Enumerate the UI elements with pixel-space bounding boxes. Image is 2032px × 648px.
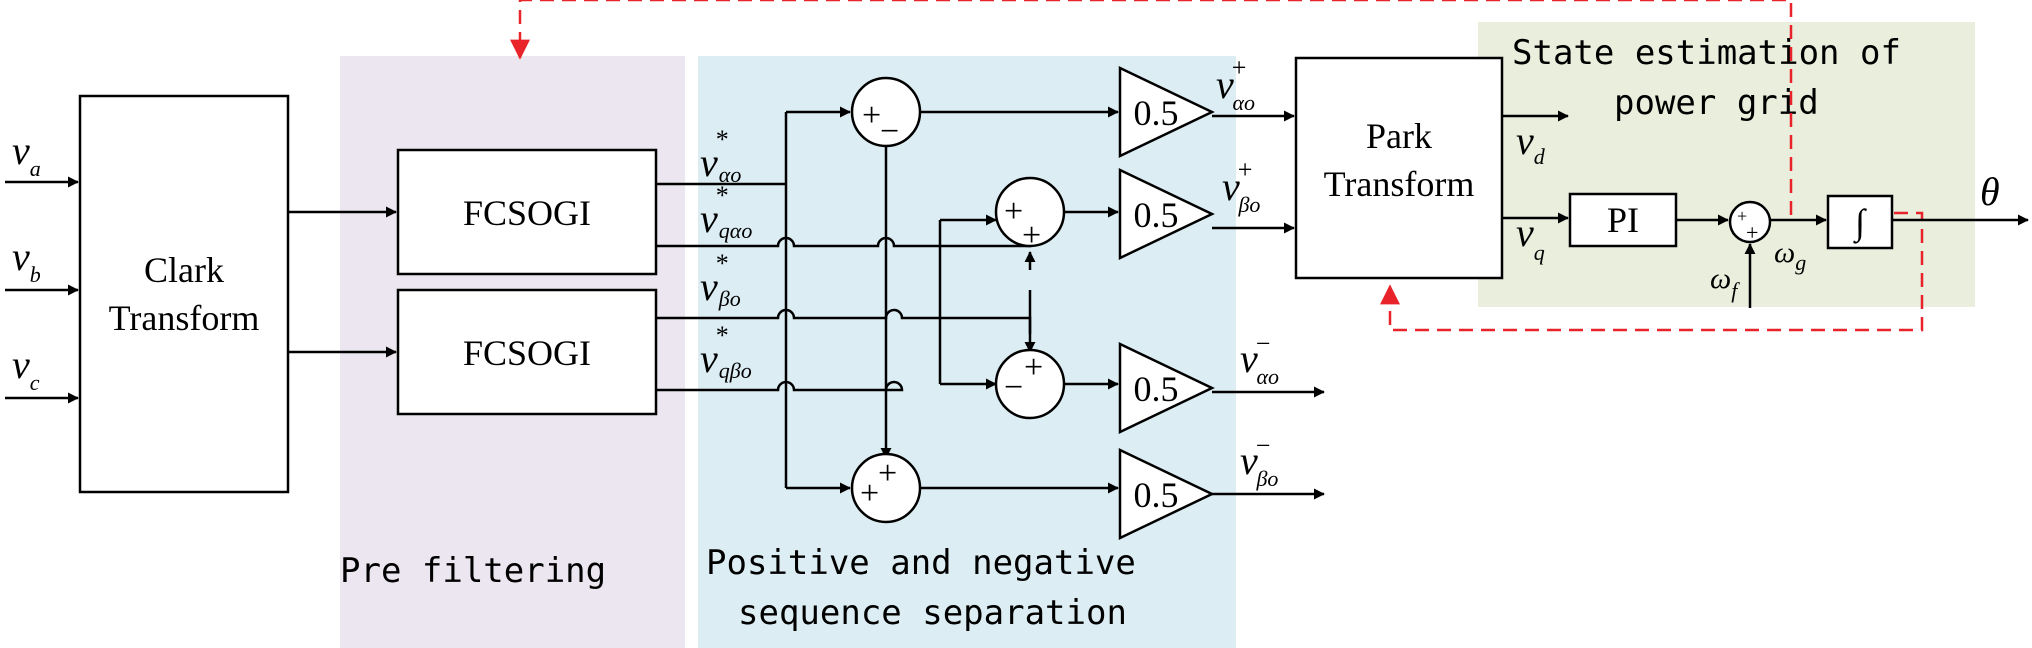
svg-text:−: −	[880, 113, 899, 150]
label-v-beta-star: v*βo	[700, 249, 741, 311]
park-label-line2: Transform	[1324, 164, 1475, 204]
svg-text:0.5: 0.5	[1134, 93, 1179, 133]
fcsogi-block-bottom	[396, 288, 658, 416]
svg-text:0.5: 0.5	[1134, 369, 1179, 409]
svg-text:+: +	[860, 475, 879, 512]
pi-label: PI	[1607, 200, 1639, 240]
input-label-c: vc	[12, 342, 40, 395]
svg-text:0.5: 0.5	[1134, 475, 1179, 515]
svg-text:+: +	[1022, 217, 1041, 254]
fcsogi-label-bottom: FCSOGI	[463, 333, 591, 373]
gain-alpha-pos: 0.5	[1118, 66, 1215, 158]
fcsogi-block-top	[396, 148, 658, 276]
clark-label-line1: Clark	[144, 250, 224, 290]
label-v-d: vd	[1516, 118, 1546, 169]
clark-label-line2: Transform	[109, 298, 260, 338]
estimation-label-line1: State estimation of	[1512, 33, 1901, 73]
label-omega-f: ωf	[1710, 262, 1740, 303]
svg-text:+: +	[1024, 349, 1043, 386]
summer-omega: + +	[1728, 200, 1772, 245]
gain-beta-pos: 0.5	[1118, 168, 1215, 260]
label-v-beta-neg: v−βo	[1240, 431, 1278, 491]
separation-label-line1: Positive and negative	[706, 543, 1136, 583]
label-v-beta-pos: v+βo	[1222, 155, 1260, 217]
svg-text:+: +	[1004, 193, 1023, 230]
label-v-q: vq	[1516, 210, 1545, 265]
svg-text:+: +	[878, 455, 897, 492]
svg-text:0.5: 0.5	[1134, 195, 1179, 235]
input-label-b: vb	[12, 234, 41, 287]
signal-wires	[656, 106, 1036, 494]
svg-text:+: +	[862, 97, 881, 134]
label-omega-g: ωg	[1774, 236, 1806, 275]
input-label-a: va	[12, 128, 41, 181]
summer-bottom: + +	[850, 452, 922, 524]
summer-mid: + +	[994, 176, 1066, 254]
label-v-qbeta-star: v*qβo	[700, 321, 752, 383]
feedback-path-bottom	[1380, 211, 1924, 332]
label-v-alpha-neg: v−αo	[1240, 329, 1279, 389]
label-v-qalpha-star: v*qαo	[700, 181, 752, 243]
separation-region	[698, 56, 1236, 648]
svg-text:−: −	[1004, 369, 1023, 406]
pi-block	[1568, 192, 1678, 248]
integrator-block	[1826, 194, 1894, 250]
gain-beta-neg: 0.5	[1118, 448, 1215, 540]
label-v-alpha-pos: v+αo	[1216, 53, 1255, 115]
separation-label-line2: sequence separation	[738, 593, 1127, 633]
summer-low: − +	[994, 348, 1066, 420]
clark-transform-block	[78, 94, 290, 494]
label-theta: θ	[1980, 169, 2000, 214]
park-label-line1: Park	[1366, 116, 1432, 156]
svg-text:+: +	[1746, 220, 1758, 245]
integrator-label: ∫	[1853, 202, 1867, 244]
estimation-region	[1478, 22, 1975, 307]
fcsogi-label-top: FCSOGI	[463, 193, 591, 233]
svg-text:+: +	[1737, 206, 1747, 226]
estimation-label-line2: power grid	[1614, 83, 1819, 123]
prefilter-label: Pre filtering	[340, 551, 606, 591]
label-v-alpha-star: v*αo	[700, 125, 741, 187]
park-transform-block	[1294, 56, 1504, 280]
gain-alpha-neg: 0.5	[1118, 342, 1215, 434]
